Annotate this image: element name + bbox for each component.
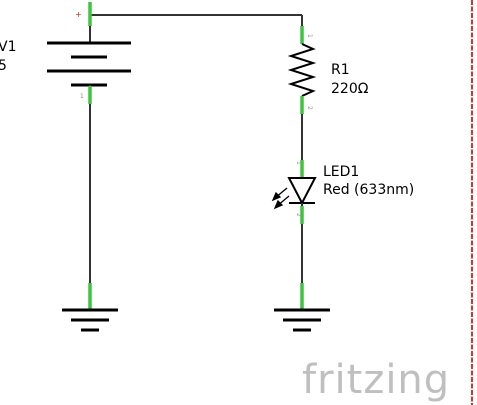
battery-name-label: V1: [0, 39, 16, 55]
led-led1[interactable]: 1 2 LED1 Red (633nm): [271, 160, 414, 224]
led-pin-2-label: 2: [295, 213, 302, 217]
led-value-label: Red (633nm): [323, 182, 414, 198]
fritzing-watermark: fritzing: [302, 357, 450, 403]
led-name-label: LED1: [323, 164, 359, 180]
battery-value-label: 5: [0, 58, 7, 74]
resistor-name-label: R1: [331, 62, 350, 78]
ground-symbol-right[interactable]: [274, 283, 330, 332]
led-triangle: [287, 177, 317, 206]
resistor-value-label: 220Ω: [331, 81, 369, 97]
resistor-pin-1-label: 1: [306, 34, 313, 38]
light-arrow-icon: [271, 187, 290, 210]
led-pin-1-label: 1: [295, 161, 302, 165]
battery-symbol: [47, 41, 131, 87]
battery-pin-1-label: 1: [80, 93, 84, 100]
battery-plus-label: +: [75, 10, 82, 19]
ground-symbol-left[interactable]: [62, 283, 118, 332]
wires: [89, 14, 303, 285]
resistor-r1[interactable]: 1 2 R1 220Ω: [287, 26, 369, 114]
resistor-symbol: [287, 43, 317, 97]
resistor-pin-2-label: 2: [306, 106, 313, 110]
battery-v1[interactable]: + 1 V1 5: [0, 2, 131, 104]
